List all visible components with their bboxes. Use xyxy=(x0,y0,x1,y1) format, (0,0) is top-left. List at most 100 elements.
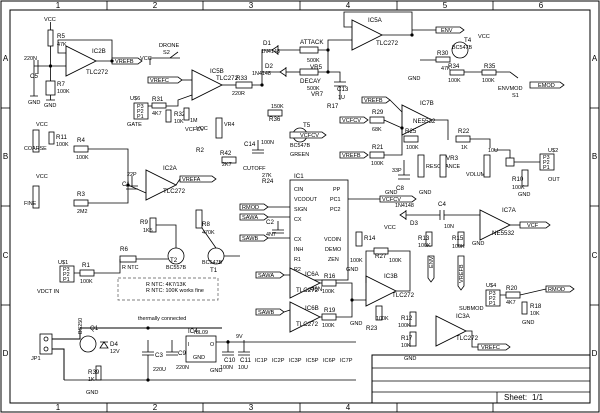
sheet-label: Sheet: xyxy=(504,393,527,402)
svg-text:10U: 10U xyxy=(488,148,498,154)
svg-text:2M2: 2M2 xyxy=(77,209,88,215)
vcc-cutoff: VCC xyxy=(196,126,208,132)
svg-text:12V: 12V xyxy=(110,349,120,355)
vr2-fine-pot[interactable] xyxy=(32,185,40,209)
r25-resistor xyxy=(403,135,419,143)
svg-text:27K: 27K xyxy=(262,173,272,179)
net-sawa-1: SAWA xyxy=(242,215,258,221)
svg-text:R16: R16 xyxy=(324,273,336,280)
vr5-potentiometer[interactable] xyxy=(299,46,319,54)
net-flag-sawa-1 xyxy=(239,213,269,221)
gnd-ic1: GND xyxy=(346,267,358,273)
r13-resistor xyxy=(425,231,433,247)
svg-text:4K7: 4K7 xyxy=(506,300,516,306)
svg-text:R15: R15 xyxy=(452,235,464,242)
svg-text:100N: 100N xyxy=(261,140,274,146)
opamp-ic6a xyxy=(289,267,322,299)
gnd-ic7a: GND xyxy=(472,241,484,247)
svg-text:R22: R22 xyxy=(458,128,470,135)
vr6-potentiometer[interactable] xyxy=(299,68,319,76)
svg-text:100K: 100K xyxy=(76,155,89,161)
vdct-label: VDCT IN xyxy=(37,289,59,295)
net-flag-vrefb-4 xyxy=(457,255,465,291)
d3-diode xyxy=(399,210,407,220)
net-vrefb-1: VREFB xyxy=(115,59,134,65)
net-flag-vcfcv-3 xyxy=(289,131,327,139)
submod-connector xyxy=(485,289,501,307)
svg-text:U$4: U$4 xyxy=(486,283,496,289)
gnd-ic3b: GND xyxy=(350,321,362,327)
net-flag-vrefc-1 xyxy=(147,76,183,84)
r30-resistor xyxy=(435,56,451,63)
ic1-pin-inh: INH xyxy=(294,247,303,253)
svg-text:R9: R9 xyxy=(140,219,148,226)
vr1-coarse-pot[interactable] xyxy=(32,129,40,153)
r7-val: 100K xyxy=(57,89,70,95)
svg-text:R42: R42 xyxy=(220,150,232,157)
u6-ref: U$6 xyxy=(130,96,140,102)
c4-capacitor xyxy=(406,210,480,220)
net-sawa-2: SAWA xyxy=(258,273,274,279)
svg-text:P1: P1 xyxy=(137,114,144,120)
col-label-bottom-2: 2 xyxy=(153,403,158,412)
svg-text:R35: R35 xyxy=(484,63,496,70)
svg-text:1K: 1K xyxy=(461,145,468,151)
svg-text:U$1: U$1 xyxy=(58,260,68,266)
vr3-volume-pot[interactable] xyxy=(439,154,447,178)
vr4-pot[interactable] xyxy=(215,117,223,139)
svg-text:R11: R11 xyxy=(56,134,67,141)
svg-text:C4: C4 xyxy=(438,201,446,208)
title-block: Sheet: 1/1 xyxy=(371,354,591,404)
vr2-resonance-pot[interactable] xyxy=(417,154,425,178)
r16-resistor xyxy=(321,279,337,287)
ic6a-part: TLC272 xyxy=(296,287,319,294)
r33-resistor xyxy=(235,81,253,89)
gnd-regulator: GND xyxy=(210,368,222,374)
svg-text:220U: 220U xyxy=(153,367,166,373)
d2-diode xyxy=(279,67,287,77)
c5-val: 220N xyxy=(24,56,37,62)
svg-text:R20: R20 xyxy=(506,285,518,292)
c14-capacitor xyxy=(252,140,264,154)
d1-ref: D1 xyxy=(263,40,271,47)
svg-text:100K: 100K xyxy=(56,142,69,148)
ic1-pin-cin: CIN xyxy=(294,187,303,193)
vr1-pot[interactable] xyxy=(483,154,491,178)
out-cap-c10u xyxy=(505,157,515,167)
r33-val: 220R xyxy=(232,91,245,97)
svg-text:22P: 22P xyxy=(127,172,137,178)
svg-text:P3: P3 xyxy=(137,104,144,110)
s1-label: S1 xyxy=(512,93,519,99)
svg-text:10N: 10N xyxy=(444,224,454,230)
svg-text:P3: P3 xyxy=(543,155,550,161)
net-flag-vrefb-2 xyxy=(361,96,391,104)
svg-text:D2: D2 xyxy=(265,63,273,70)
cutoff-label: CUTOFF xyxy=(243,166,266,172)
svg-text:C14: C14 xyxy=(244,141,256,148)
ic4-ref: IC4 xyxy=(188,328,198,335)
svg-text:P1: P1 xyxy=(63,277,70,283)
svg-text:P1: P1 xyxy=(489,301,496,307)
gnd-c5: GND xyxy=(28,100,40,106)
svg-text:100K: 100K xyxy=(452,244,465,250)
r23-resistor xyxy=(375,305,383,321)
svg-text:10K: 10K xyxy=(401,343,411,349)
ic2b-section: IC2B TLC272 R5 47K VCC R7 100K C5 220N G… xyxy=(24,17,143,109)
cutoff-section: VCC VR4 VCFCV R42 2K7 CUTOFF R36 150K T5… xyxy=(185,104,327,185)
ic1-pin-pp: PP xyxy=(333,187,341,193)
ic6b-ref: IC6B xyxy=(305,305,319,312)
svg-text:500K: 500K xyxy=(307,86,320,92)
gnd-env: GND xyxy=(408,76,420,82)
ic4-in: I xyxy=(188,342,190,348)
net-vrefc-2: VREFC xyxy=(481,345,500,351)
coarse-label: COARSE xyxy=(24,146,47,152)
r42-resistor xyxy=(221,156,237,164)
net-flag-sawa-2 xyxy=(255,271,285,279)
q1-val: BS250 xyxy=(78,318,84,334)
vcc-r5: VCC xyxy=(44,17,56,23)
col-label-bottom-4: 4 xyxy=(346,403,351,412)
opamp-ic2b xyxy=(65,45,98,77)
svg-text:100N: 100N xyxy=(220,365,233,371)
net-flag-vcfcv-4 xyxy=(379,195,417,203)
jp1-label: JP1 xyxy=(31,356,41,362)
